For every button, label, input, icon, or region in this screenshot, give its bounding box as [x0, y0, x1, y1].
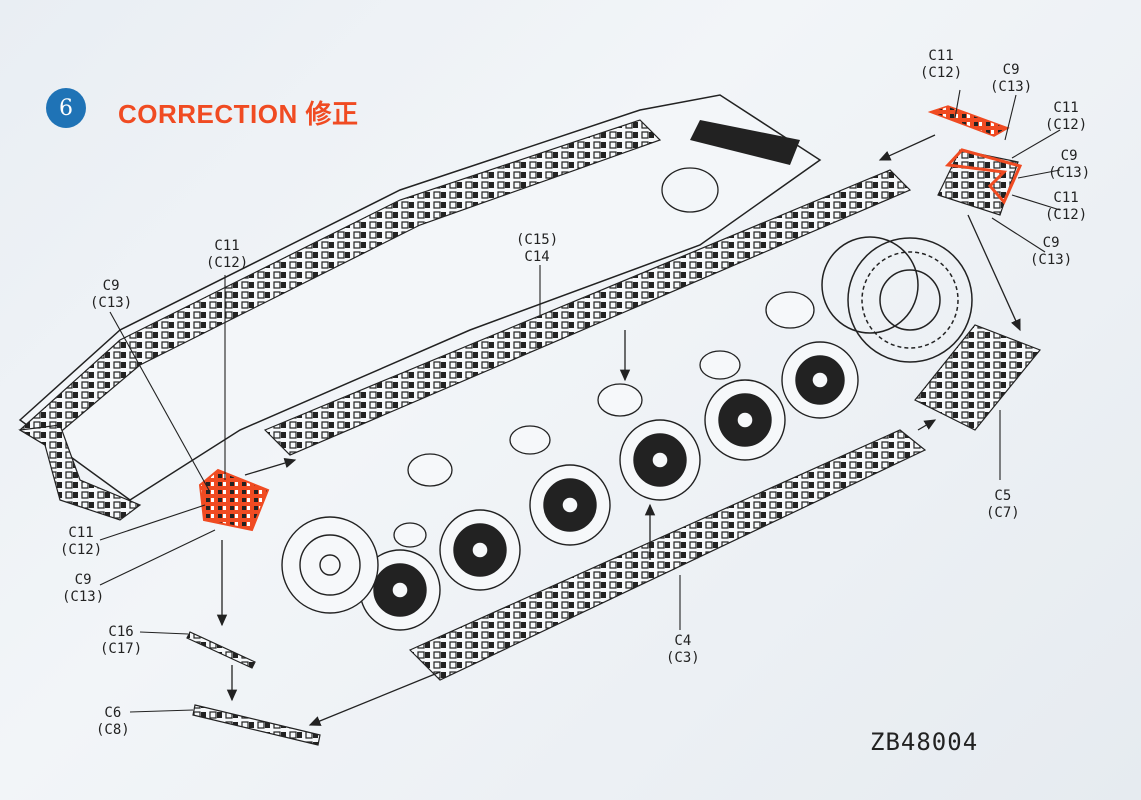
product-code: ZB48004: [870, 728, 979, 756]
callout-c6-c8: C6(C8): [96, 705, 130, 738]
callout-c9-c13-left: C9(C13): [90, 278, 133, 311]
callout-c11-c12-low: C11(C12): [60, 525, 103, 558]
callout-c9-c13-r2: C9(C13): [1030, 235, 1073, 268]
track-pin-c16: [186, 631, 256, 669]
leader-lines: [99, 89, 1061, 713]
mounted-track-upper: [18, 119, 662, 446]
track-detail-top: [937, 149, 1019, 216]
hull: [18, 94, 822, 501]
track-run-c14: [263, 169, 912, 456]
track-section-c5: [914, 324, 1041, 431]
highlight-top-link: [927, 105, 1010, 137]
suspension-hubs: [393, 291, 815, 548]
step-number-badge: 6: [46, 88, 86, 128]
road-wheel: [619, 419, 701, 501]
highlight-right-link: [944, 148, 1023, 205]
road-wheel: [781, 341, 859, 419]
callout-c4-c3: C4(C3): [666, 633, 700, 666]
drive-sprocket: [821, 236, 973, 363]
step-title: CORRECTION 修正: [118, 99, 359, 129]
engine-grille: [690, 120, 800, 165]
track-link-c6: [192, 704, 321, 746]
idler-wheel: [281, 516, 379, 614]
mounted-track-front: [18, 424, 142, 521]
callout-c9-c13-top: C9(C13): [990, 62, 1033, 95]
callout-c11-c12-top: C11(C12): [920, 48, 963, 81]
road-wheel: [359, 549, 441, 631]
track-run-c4: [408, 429, 927, 681]
callout-c9-c13-low: C9(C13): [62, 572, 105, 605]
road-wheel: [529, 464, 611, 546]
callout-c5-c7: C5(C7): [986, 488, 1020, 521]
road-wheels: [281, 341, 859, 631]
callout-c9-c13-r1: C9(C13): [1048, 148, 1091, 181]
callout-c11-c12-r2: C11(C12): [1045, 190, 1088, 223]
road-wheel: [704, 379, 786, 461]
callout-c16-c17: C16(C17): [100, 624, 143, 657]
highlight-left-links: [198, 468, 270, 532]
road-wheel: [439, 509, 521, 591]
callout-c11-c12-left: C11(C12): [206, 238, 249, 271]
step-number: 6: [59, 95, 73, 121]
assembly-arrows: [216, 134, 1021, 726]
callout-c11-c12-r1: C11(C12): [1045, 100, 1088, 133]
callout-c15-c14: (C15)C14: [516, 232, 559, 265]
